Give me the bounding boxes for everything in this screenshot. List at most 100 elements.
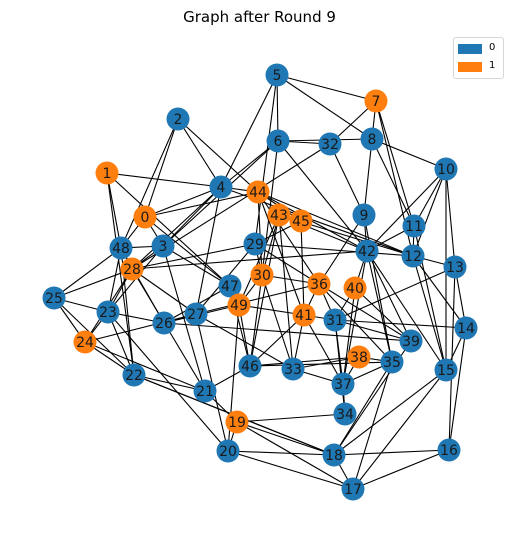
node-12: 12 [401, 244, 425, 268]
node-20: 20 [216, 439, 240, 463]
edge-0-44 [144, 191, 259, 218]
node-47: 47 [218, 274, 242, 298]
node-28: 28 [120, 257, 144, 281]
node-18: 18 [322, 443, 346, 467]
node-label-2: 2 [174, 112, 183, 128]
node-circle-45 [289, 209, 313, 233]
legend-label-1: 1 [489, 60, 496, 71]
edge-10-42 [366, 168, 447, 252]
edge-29-36 [254, 243, 320, 285]
node-circle-44 [246, 180, 270, 204]
node-circle-11 [402, 214, 426, 238]
node-circle-41 [292, 303, 316, 327]
node-8: 8 [360, 127, 384, 151]
node-label-33: 33 [284, 362, 302, 378]
edge-2-44 [177, 118, 259, 193]
node-label-28: 28 [123, 262, 141, 278]
legend-label-0: 0 [489, 42, 496, 53]
edge-5-8 [276, 74, 373, 140]
node-circle-35 [380, 350, 404, 374]
node-circle-10 [434, 157, 458, 181]
node-21: 21 [193, 379, 217, 403]
node-label-21: 21 [196, 384, 214, 400]
edge-43-46 [249, 214, 280, 367]
node-label-0: 0 [141, 210, 150, 226]
node-circle-5 [265, 63, 289, 87]
node-label-30: 30 [253, 268, 271, 284]
node-label-14: 14 [457, 321, 475, 337]
node-label-46: 46 [241, 359, 259, 375]
edge-2-4 [177, 118, 222, 188]
node-7: 7 [364, 89, 388, 113]
node-14: 14 [454, 316, 478, 340]
node-label-48: 48 [112, 241, 130, 257]
edge-12-15 [412, 255, 447, 371]
edge-45-41 [300, 220, 305, 316]
node-circle-43 [267, 203, 291, 227]
edge-15-18 [333, 369, 447, 456]
node-29: 29 [243, 232, 267, 256]
edge-27-33 [195, 313, 294, 370]
node-48: 48 [109, 236, 133, 260]
node-label-44: 44 [249, 185, 267, 201]
edge-35-18 [333, 361, 393, 456]
node-label-47: 47 [221, 279, 239, 295]
node-26: 26 [152, 311, 176, 335]
node-label-23: 23 [99, 305, 117, 321]
node-circle-32 [318, 132, 342, 156]
node-label-26: 26 [155, 316, 173, 332]
node-23: 23 [96, 300, 120, 324]
node-circle-27 [184, 302, 208, 326]
node-13: 13 [443, 255, 467, 279]
node-circle-16 [437, 438, 461, 462]
node-label-42: 42 [358, 244, 376, 260]
edge-9-35 [363, 214, 393, 363]
node-circle-18 [322, 443, 346, 467]
node-33: 33 [281, 357, 305, 381]
node-label-20: 20 [219, 444, 237, 460]
edge-44-12 [257, 191, 414, 257]
edge-23-20 [107, 311, 229, 452]
node-circle-28 [120, 257, 144, 281]
edge-40-39 [354, 287, 412, 342]
node-circle-42 [355, 239, 379, 263]
node-circle-23 [96, 300, 120, 324]
edge-12-14 [412, 255, 467, 329]
node-label-40: 40 [346, 281, 364, 297]
node-circle-19 [225, 410, 249, 434]
node-40: 40 [343, 276, 367, 300]
edge-44-30 [257, 191, 263, 276]
node-label-18: 18 [325, 448, 343, 464]
node-31: 31 [323, 308, 347, 332]
edge-8-10 [371, 138, 447, 170]
edge-20-17 [227, 450, 354, 490]
node-circle-47 [218, 274, 242, 298]
edge-18-20 [227, 450, 335, 456]
edge-1-48 [106, 172, 122, 249]
edge-19-17 [236, 421, 354, 490]
edge-2-48 [120, 118, 179, 249]
node-label-34: 34 [336, 407, 354, 423]
node-42: 42 [355, 239, 379, 263]
edge-44-42 [257, 191, 368, 252]
node-circle-33 [281, 357, 305, 381]
node-label-6: 6 [274, 134, 283, 150]
edge-8-9 [363, 138, 373, 216]
node-24: 24 [73, 330, 97, 354]
node-0: 0 [133, 205, 157, 229]
node-15: 15 [434, 358, 458, 382]
node-37: 37 [331, 372, 355, 396]
edge-1-22 [106, 172, 135, 376]
node-circle-6 [266, 129, 290, 153]
node-circle-29 [243, 232, 267, 256]
node-label-8: 8 [368, 132, 377, 148]
node-label-24: 24 [76, 335, 94, 351]
node-circle-30 [250, 263, 274, 287]
node-9: 9 [352, 203, 376, 227]
legend-swatch-0 [458, 44, 482, 54]
node-label-5: 5 [273, 68, 282, 84]
node-circle-46 [238, 354, 262, 378]
edge-31-14 [334, 319, 467, 329]
edge-4-3 [162, 186, 222, 247]
edge-10-13 [445, 168, 456, 268]
